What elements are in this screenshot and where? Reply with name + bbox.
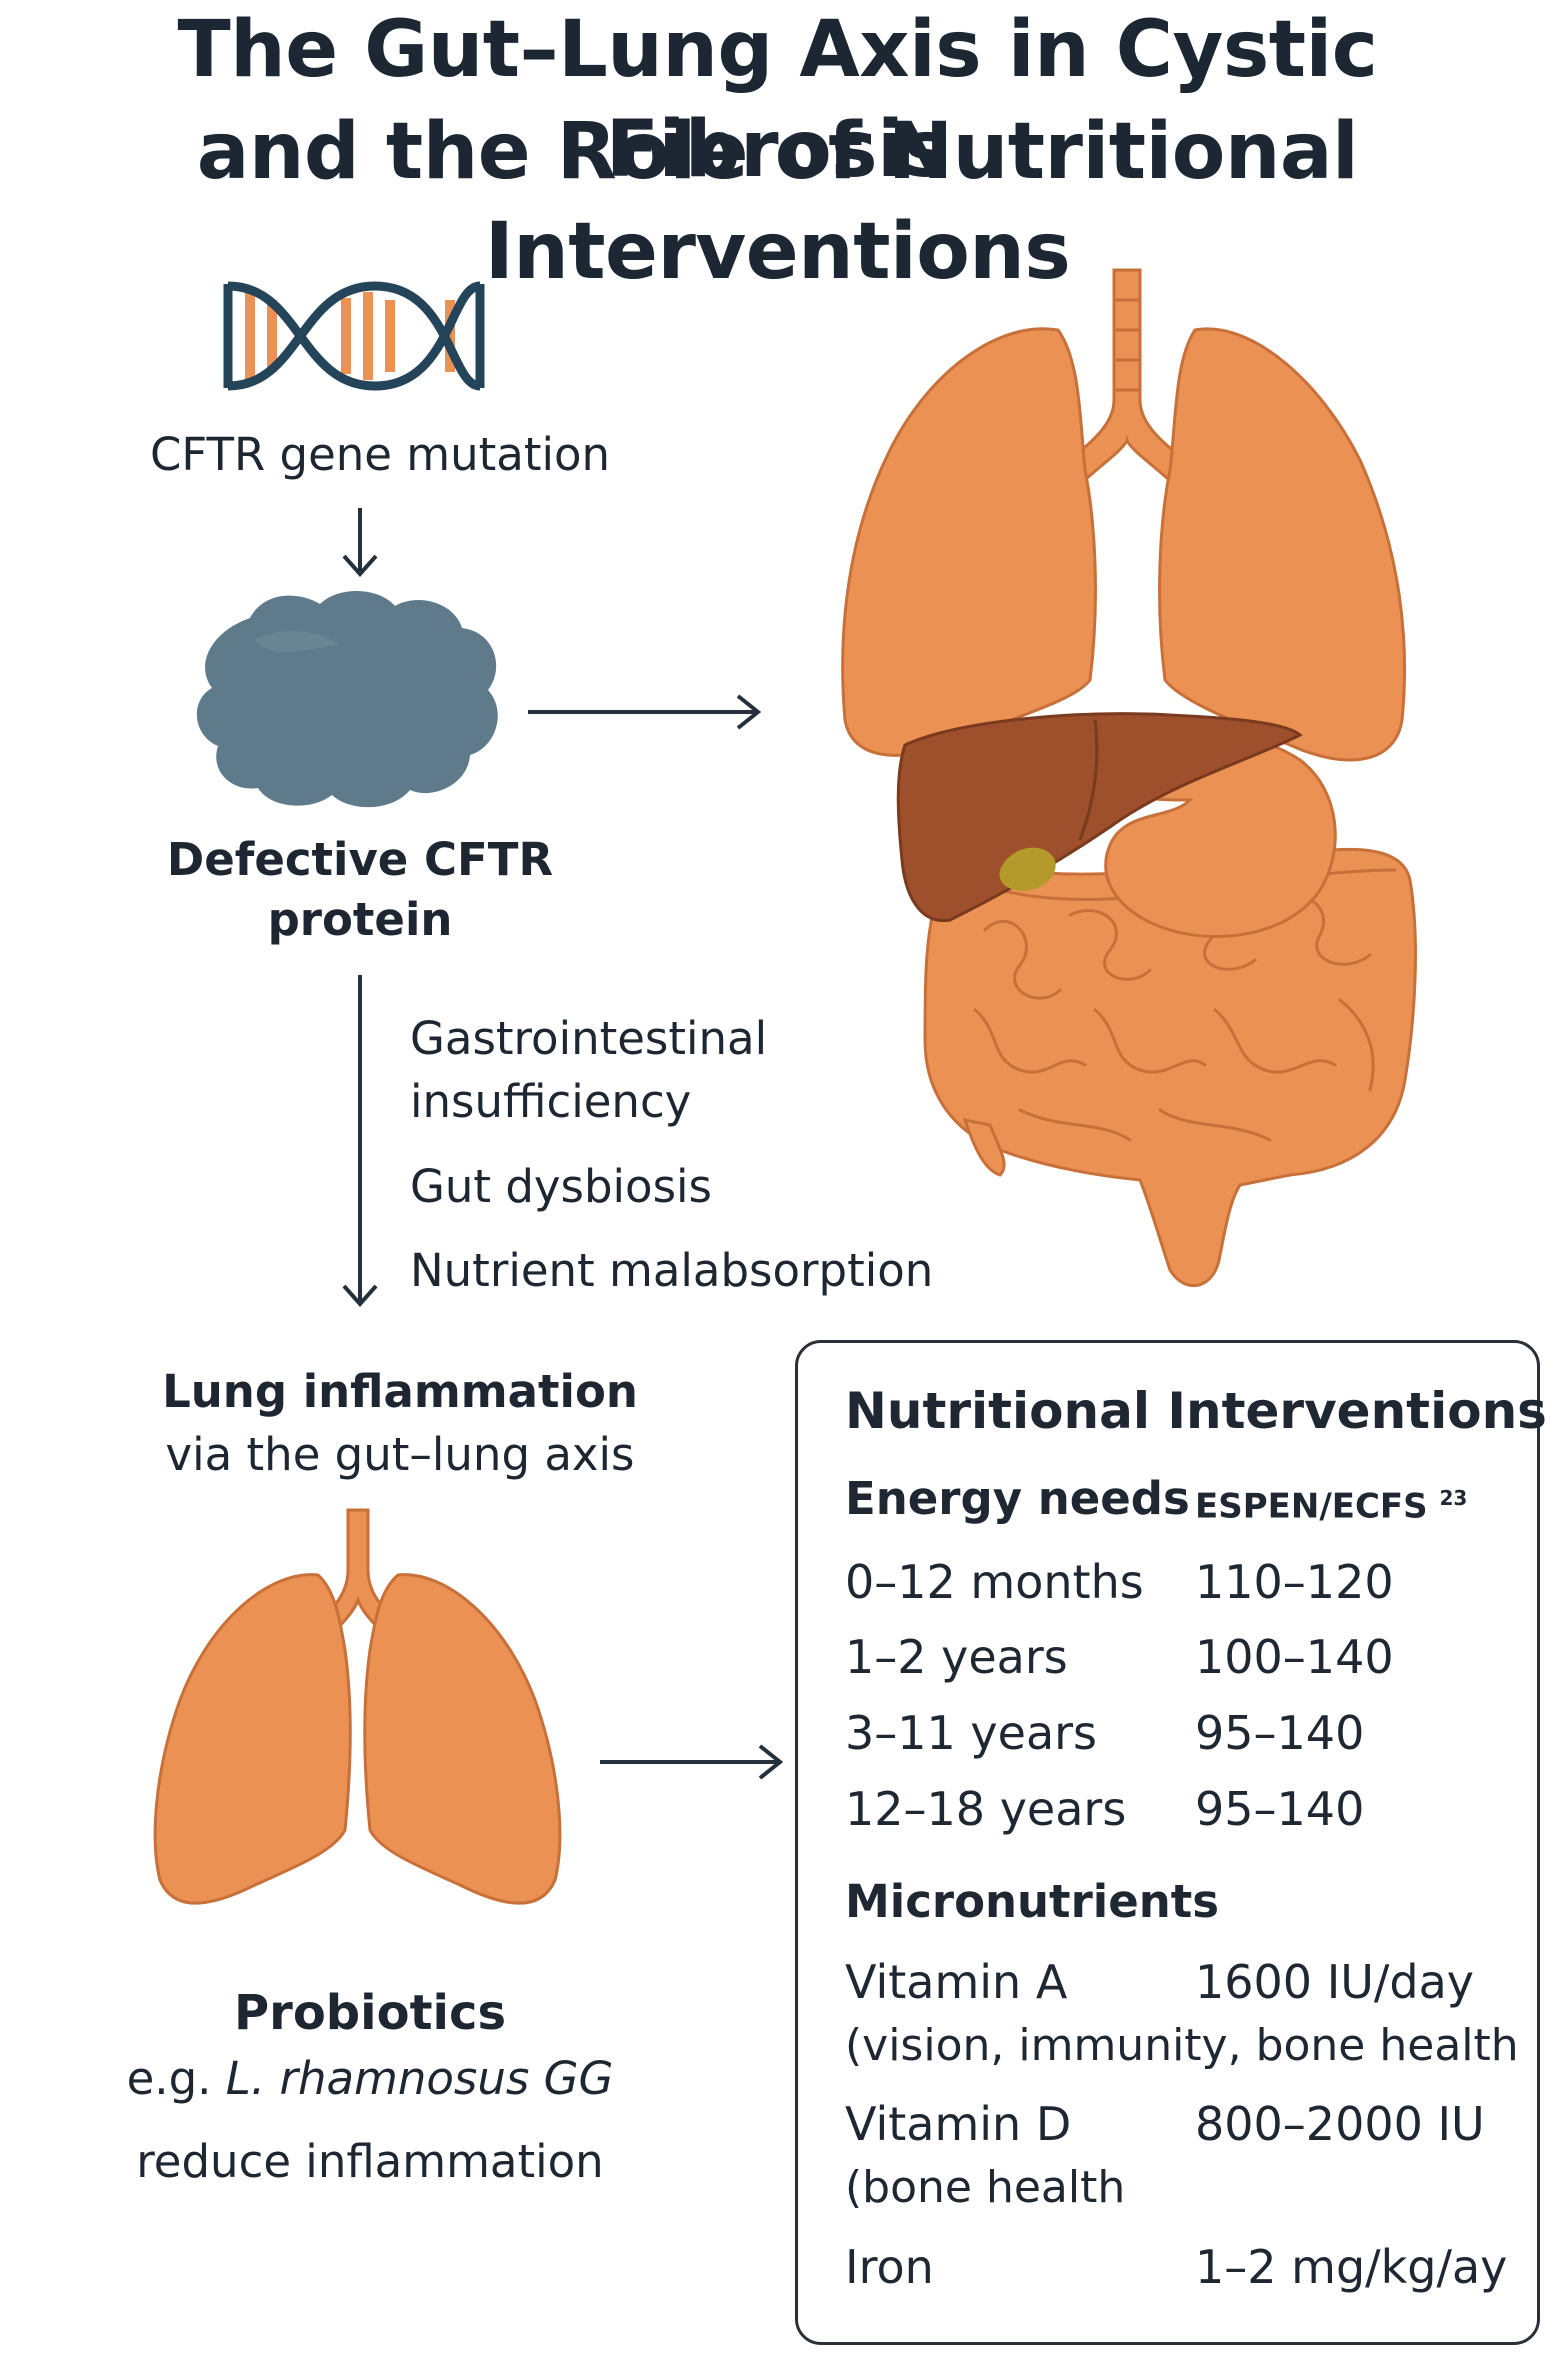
vitamin-a-note: (vision, immunity, bone health xyxy=(845,2020,1519,2071)
dna-helix-icon xyxy=(223,281,485,391)
energy-age-1: 1–2 years xyxy=(845,1630,1068,1684)
page-title-line2: and the Role of Nutritional Intervention… xyxy=(196,107,1359,297)
probiotics-title: Probiotics xyxy=(233,1985,507,2041)
defective-protein-label-line2: protein xyxy=(267,893,453,946)
energy-source-label: ESPEN/ECFS 23 xyxy=(1195,1486,1467,1526)
iron-dose: 1–2 mg/kg/ay xyxy=(1195,2240,1508,2294)
lung-inflammation-label-line2: via the gut–lung axis xyxy=(165,1428,635,1481)
energy-needs-header: Energy needs xyxy=(845,1472,1190,1525)
nutrient-malabsorption-label: Nutrient malabsorption xyxy=(410,1244,934,1297)
energy-age-3: 12–18 years xyxy=(845,1782,1127,1836)
probiotics-species: L. rhamnosus GG xyxy=(225,2052,614,2105)
gut-dysbiosis-label: Gut dysbiosis xyxy=(410,1160,712,1213)
vitamin-d-dose: 800–2000 IU xyxy=(1195,2097,1485,2151)
iron-name: Iron xyxy=(845,2240,934,2294)
energy-value-2: 95–140 xyxy=(1195,1706,1365,1760)
energy-age-2: 3–11 years xyxy=(845,1706,1098,1760)
energy-value-3: 95–140 xyxy=(1195,1782,1365,1836)
nutritional-interventions-panel xyxy=(795,1340,1540,2345)
probiotics-example-prefix: e.g. xyxy=(126,2052,226,2105)
lungs-icon xyxy=(153,1508,562,1905)
gi-insufficiency-label-line2: insufficiency xyxy=(410,1075,692,1128)
vitamin-d-name: Vitamin D xyxy=(845,2097,1072,2151)
micronutrients-header: Micronutrients xyxy=(845,1875,1220,1928)
vitamin-a-dose: 1600 IU/day xyxy=(1195,1955,1475,2009)
arrow-protein-to-lung-inflammation xyxy=(342,975,378,1308)
lung-inflammation-label-line1: Lung inflammation xyxy=(162,1365,638,1418)
gi-insufficiency-label-line1: Gastrointestinal xyxy=(410,1012,768,1065)
energy-value-0: 110–120 xyxy=(1195,1555,1394,1609)
probiotics-effect: reduce inflammation xyxy=(136,2135,604,2188)
energy-source-ref: 23 xyxy=(1439,1486,1468,1510)
vitamin-a-name: Vitamin A xyxy=(845,1955,1068,2009)
energy-source-name: ESPEN/ECFS xyxy=(1195,1486,1428,1527)
digestive-system-with-lungs-icon xyxy=(841,268,1417,1288)
vitamin-d-note: (bone health xyxy=(845,2162,1126,2213)
energy-age-0: 0–12 months xyxy=(845,1555,1144,1609)
energy-value-1: 100–140 xyxy=(1195,1630,1394,1684)
panel-title: Nutritional Interventions xyxy=(845,1382,1547,1440)
arrow-protein-to-organs xyxy=(528,694,762,730)
defective-protein-label-line1: Defective CFTR xyxy=(166,833,554,886)
page-title-line1: The Gut–Lung Axis in Cystic Fibrosis xyxy=(177,5,1378,195)
probiotics-example: e.g. L. rhamnosus GG xyxy=(60,2052,680,2105)
arrow-lungs-to-interventions xyxy=(600,1744,784,1780)
cftr-gene-mutation-label: CFTR gene mutation xyxy=(149,428,611,481)
arrow-gene-to-protein xyxy=(342,508,378,578)
protein-blob-icon xyxy=(196,591,498,808)
